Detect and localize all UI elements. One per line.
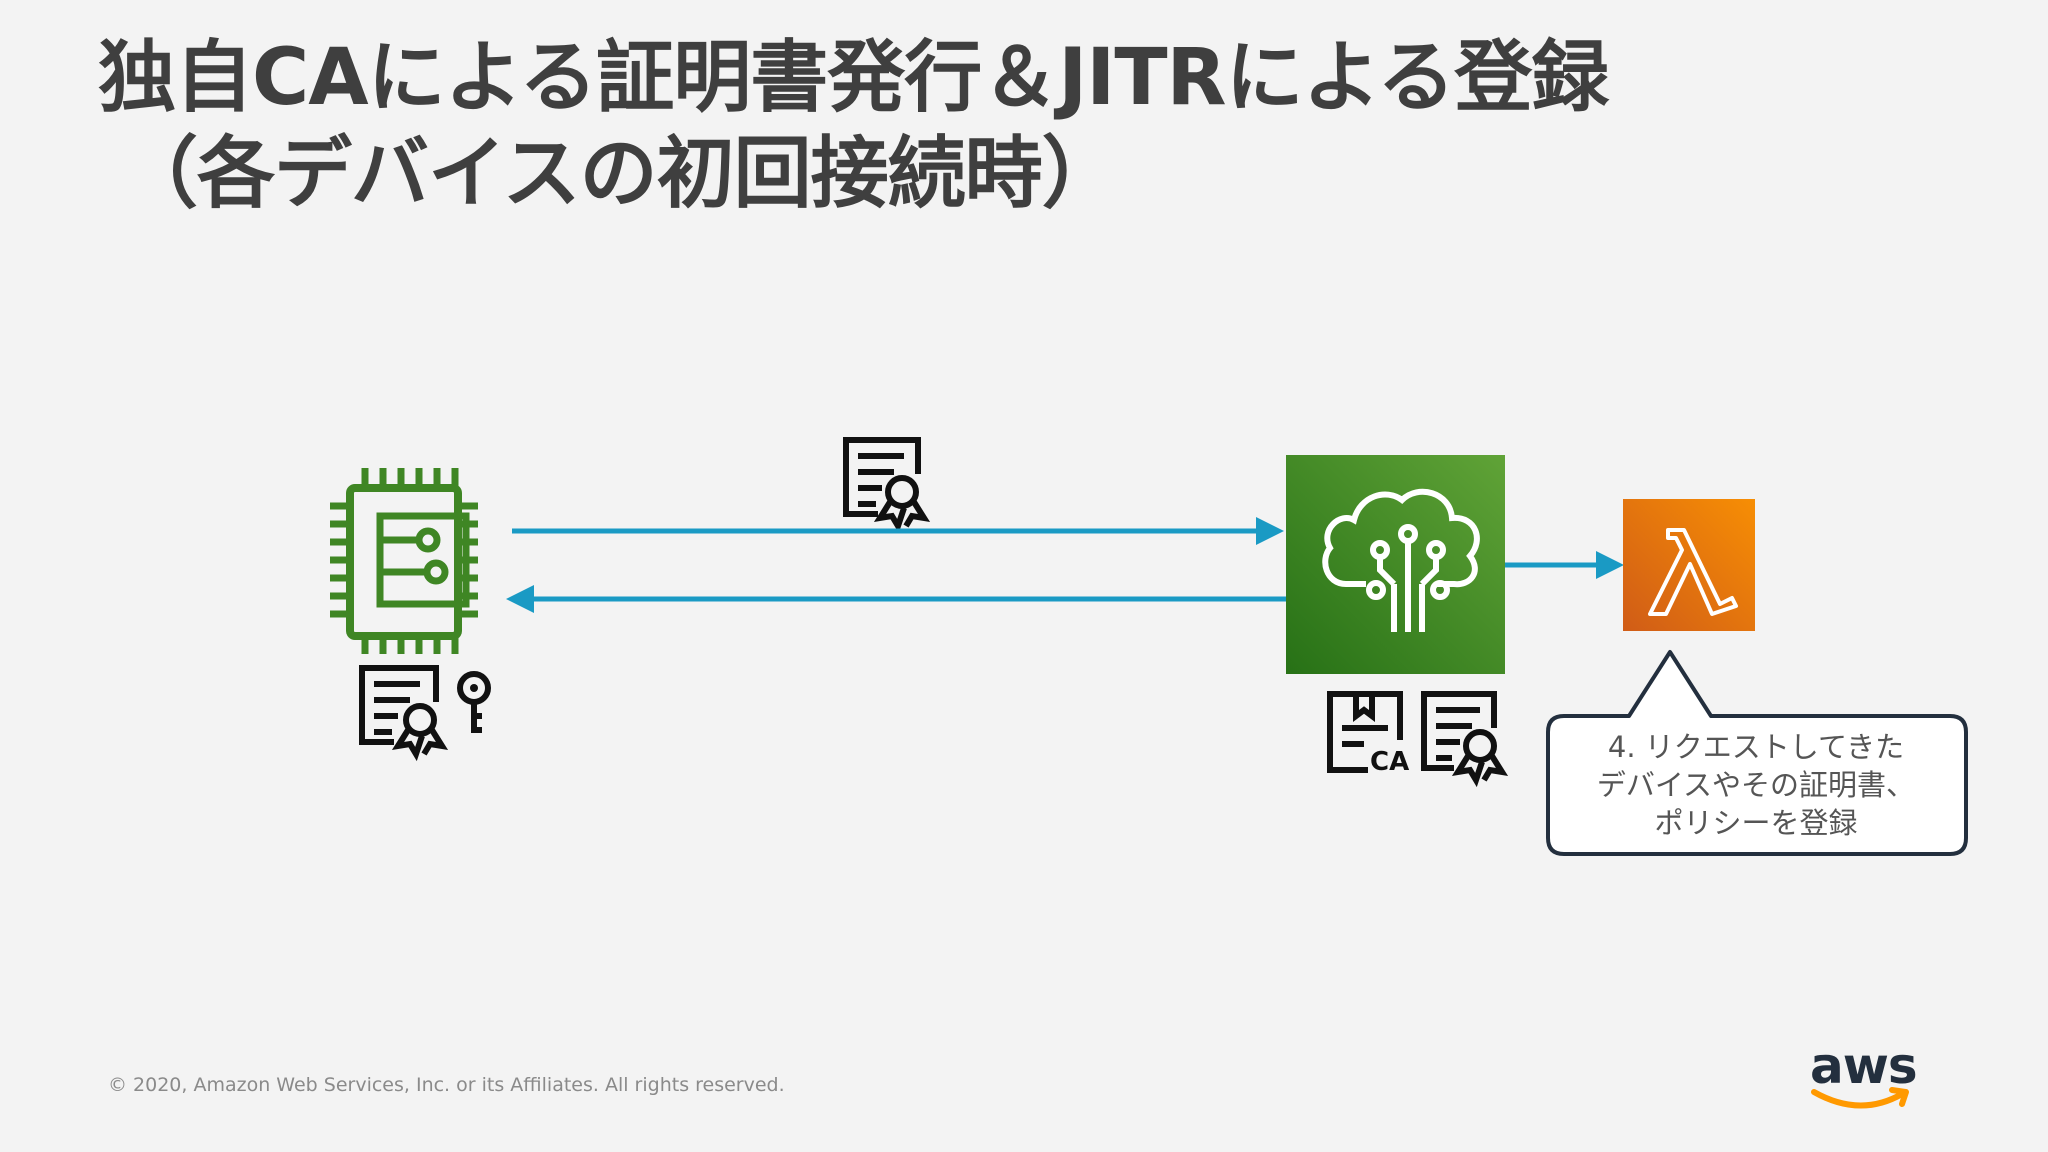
- arrow-iot-core-to-lambda: [1505, 551, 1624, 579]
- slide-title-line1: 独自CAによる証明書発行＆JITRによる登録: [98, 33, 1609, 123]
- slide-title: 独自CAによる証明書発行＆JITRによる登録 （各デバイスの初回接続時）: [98, 30, 1609, 222]
- aws-logo-text: aws: [1810, 1037, 1918, 1095]
- aws-smile-icon: [1811, 1087, 1909, 1109]
- aws-logo: aws: [1810, 1038, 1920, 1118]
- ca-certificate-icon: [1327, 691, 1403, 773]
- callout-line3: ポリシーを登録: [1654, 806, 1858, 840]
- callout-line1: 4. リクエストしてきた: [1607, 730, 1905, 764]
- callout-line2: デバイスやその証明書、: [1596, 768, 1916, 802]
- lambda-icon: [1623, 499, 1755, 631]
- key-icon: [457, 671, 491, 733]
- callout-text: 4. リクエストしてきた デバイスやその証明書、 ポリシーを登録: [1548, 718, 1964, 852]
- arrow-device-to-iot-core: [512, 517, 1284, 545]
- callout-bubble: [1546, 650, 1968, 856]
- copyright-text: © 2020, Amazon Web Services, Inc. or its…: [108, 1074, 785, 1096]
- slide-title-line2: （各デバイスの初回接続時）: [120, 129, 1120, 219]
- certificate-icon: [359, 665, 449, 762]
- iot-core-cloud-icon: [1286, 455, 1505, 674]
- arrow-iot-core-to-device: [506, 585, 1286, 613]
- certificate-icon: [843, 437, 931, 534]
- certificate-icon: [1421, 691, 1509, 788]
- iot-device-chip-icon: [330, 468, 478, 654]
- ca-label: CA: [1370, 747, 1409, 777]
